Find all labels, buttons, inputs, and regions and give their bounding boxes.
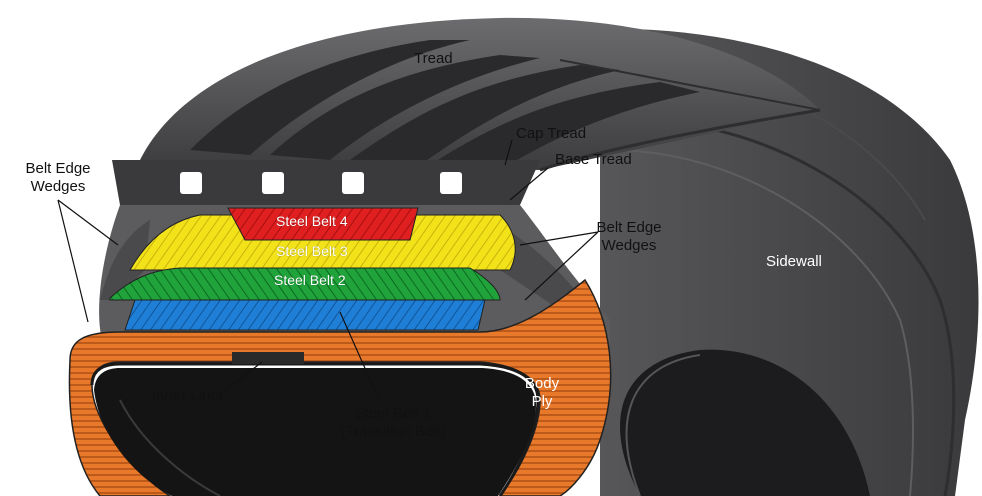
steel-belt-2 (109, 267, 501, 301)
label-steel-belt-1-line1: Steel Belt 1 (354, 405, 432, 422)
steel-belt-4 (227, 207, 419, 241)
sidewall (560, 28, 979, 496)
label-steel-belt-3: Steel Belt 3 (276, 243, 348, 259)
cap-tread (112, 160, 540, 205)
tread-surface (140, 17, 821, 172)
label-belt-edge-wedges-right-line2: Wedges (601, 237, 657, 254)
label-belt-edge-wedges-right: Belt Edge Wedges (589, 219, 669, 255)
tire-inner-hole (620, 349, 870, 496)
inner-liner (90, 362, 540, 496)
label-steel-belt-4: Steel Belt 4 (276, 213, 348, 229)
label-sidewall: Sidewall (766, 253, 822, 270)
tire-cavity (94, 368, 536, 496)
leader-lines (57, 139, 599, 403)
label-body-ply-line2: Ply (531, 393, 553, 410)
label-belt-edge-wedges-left-line1: Belt Edge (25, 160, 91, 177)
label-steel-belt-1-line2: (Transition Belt) (340, 423, 446, 440)
label-steel-belt-2: Steel Belt 2 (274, 272, 346, 288)
inner-liner-tab (232, 352, 304, 364)
label-cap-tread: Cap Tread (516, 125, 587, 142)
belt-edge-wedge-right (500, 225, 590, 310)
label-base-tread: Base Tread (555, 151, 632, 168)
label-belt-edge-wedges-left-line2: Wedges (30, 178, 86, 195)
label-inner-liner: Inner Liner (152, 387, 224, 404)
label-body-ply-line1: Body (524, 375, 560, 392)
steel-belt-1 (124, 299, 486, 331)
tread-grooves (180, 172, 462, 194)
belt-edge-wedge-left (100, 220, 150, 300)
label-body-ply: Body Ply (514, 375, 570, 411)
label-steel-belt-1: Steel Belt 1 (Transition Belt) (318, 405, 468, 441)
label-tread: Tread (414, 50, 453, 67)
label-belt-edge-wedges-left: Belt Edge Wedges (18, 160, 98, 196)
label-belt-edge-wedges-right-line1: Belt Edge (596, 219, 662, 236)
